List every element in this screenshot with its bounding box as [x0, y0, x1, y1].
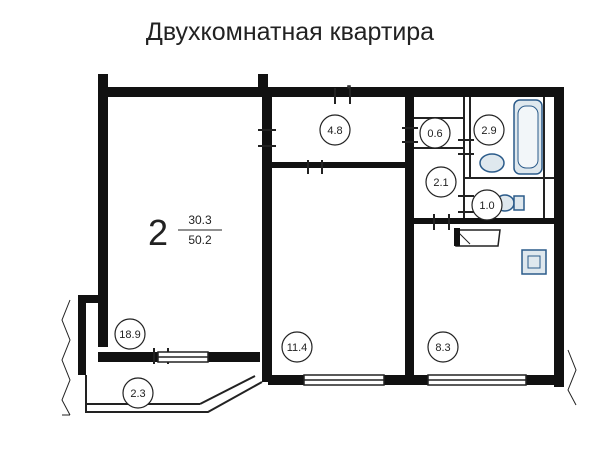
doors: [153, 88, 474, 364]
room-left: 18.9: [114, 318, 146, 350]
room-area-label: 2.3: [130, 388, 145, 400]
room-storage: 4.8: [319, 114, 351, 146]
sink-icon: [479, 153, 505, 173]
room-area-label: 8.3: [435, 342, 450, 354]
room-area-label: 4.8: [327, 125, 342, 137]
room-area-label: 0.6: [427, 128, 442, 140]
room-area-label: 2.1: [433, 177, 448, 189]
rooms-count: 2: [148, 212, 168, 253]
balcony-outline: [85, 375, 263, 413]
bathtub-icon: [513, 99, 543, 175]
room-area-label: 18.9: [119, 329, 140, 341]
room-area-label: 2.9: [481, 125, 496, 137]
plan-title: Двухкомнатная квартира: [146, 18, 434, 46]
living-area: 30.3: [188, 213, 212, 227]
room-hall-small: 0.6: [419, 117, 451, 149]
vent-shaft: [454, 228, 501, 247]
room-bathroom: 2.9: [473, 114, 505, 146]
room-corridor: 2.1: [425, 166, 457, 198]
outer-hatch: [61, 299, 577, 416]
windows: [157, 85, 527, 386]
room-middle: 11.4: [281, 331, 313, 363]
stove-icon: [521, 249, 547, 275]
room-balcony: 2.3: [122, 377, 154, 409]
total-area: 50.2: [188, 233, 212, 247]
room-toilet: 1.0: [471, 189, 503, 221]
room-area-label: 1.0: [479, 200, 494, 212]
walls: [78, 74, 564, 387]
room-kitchen: 8.3: [427, 331, 459, 363]
room-area-label: 11.4: [287, 342, 308, 354]
summary-label: 2 30.3 50.2: [148, 212, 222, 253]
